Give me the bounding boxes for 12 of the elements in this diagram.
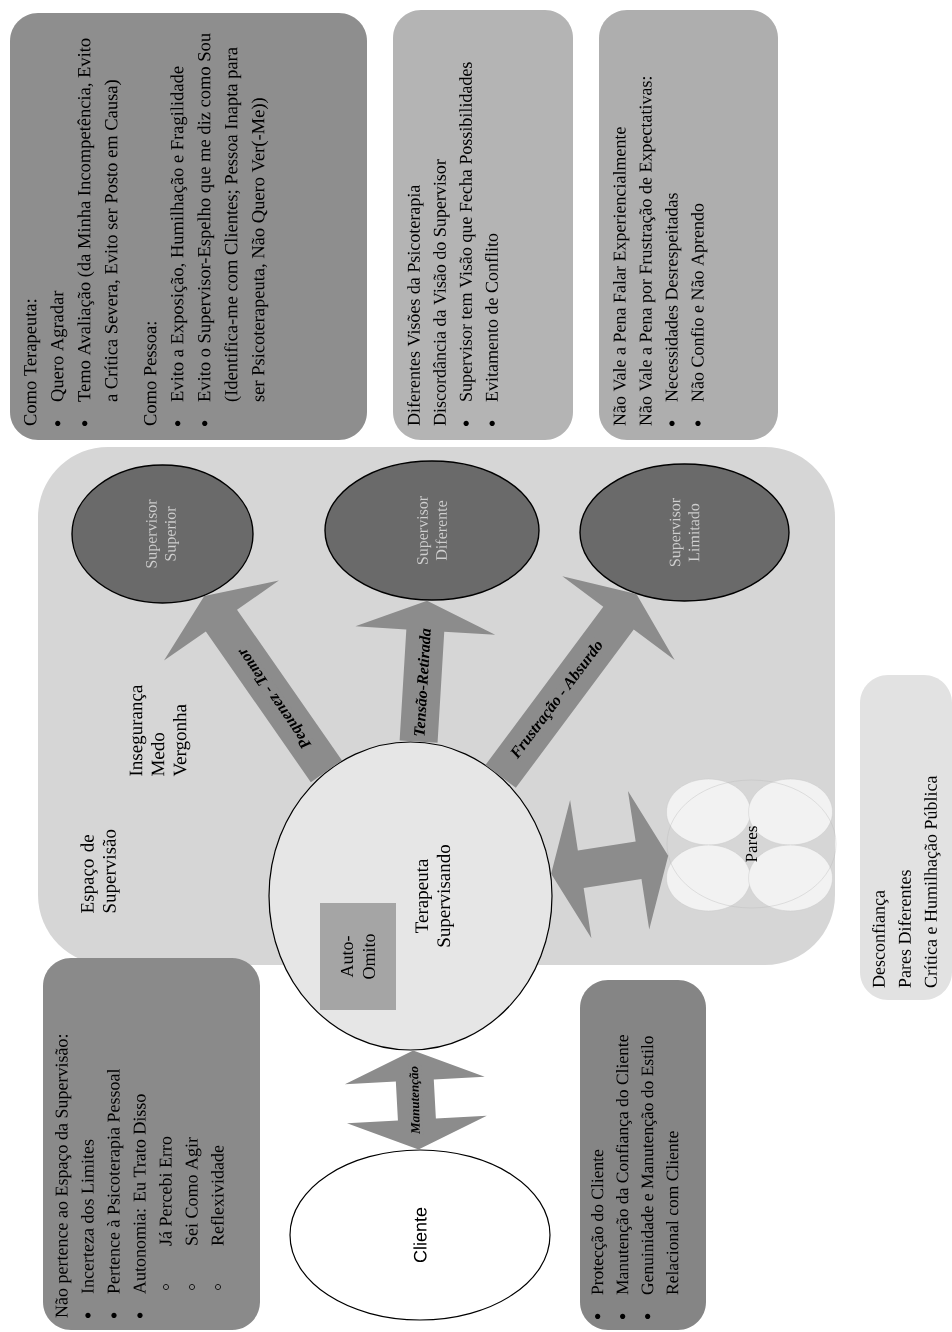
rounded-box: Diferentes Visões da Psicoterapia Discordância da Visão do Supervisor Supervisor tem Visão que Fecha Possibilidades Evitamento de Conflito bbox=[393, 10, 573, 440]
block-arrow bbox=[551, 791, 669, 939]
text-panel: Desconfiança Pares Diferentes Crítica e Humilhação Pública bbox=[860, 675, 952, 1000]
rounded-box: Não Vale a Pena Falar Experiencialmente Não Vale a Pena por Frustração de Expectativas: Necessidades Desrespeitadas Não Confio e Não Aprendo bbox=[599, 10, 778, 440]
rounded-box: Não pertence ao Espaço da Supervisão: Incerteza dos Limites Pertence à Psicoterapia Pessoal Autonomia: Eu Trato Disso Já Percebi Erro Sei Como Agir Reflexividade bbox=[43, 958, 260, 1330]
panel-note: Insegurança Medo Vergonha bbox=[129, 685, 191, 777]
panel-heading: Espaço de Supervisão bbox=[80, 829, 120, 913]
rounded-box: Protecção do Cliente Manutenção da Confiança do Cliente Genuinidade e Manutenção do Estilo Relacional com Cliente bbox=[580, 980, 706, 1330]
rounded-box: Como Terapeuta: Quero Agradar Temo Avaliação (da Minha Incompetência, Evito a Crítica Severa, Evito ser Posto em Causa) Como Pessoa: Evito a Exposição, Humilhação e Fragilidade Evito o Supervisor-Espelho que me diz como Sou (Identifica-me com Clientes; Pessoa Inapta para ser Psicoterapeuta, Não Quero Ver(-Me)) bbox=[10, 13, 367, 440]
edge-label: Manutenção bbox=[408, 1065, 424, 1135]
rectangle: Auto-Omito bbox=[320, 903, 396, 1010]
edge-label: Tensão-Retirada bbox=[412, 627, 432, 738]
